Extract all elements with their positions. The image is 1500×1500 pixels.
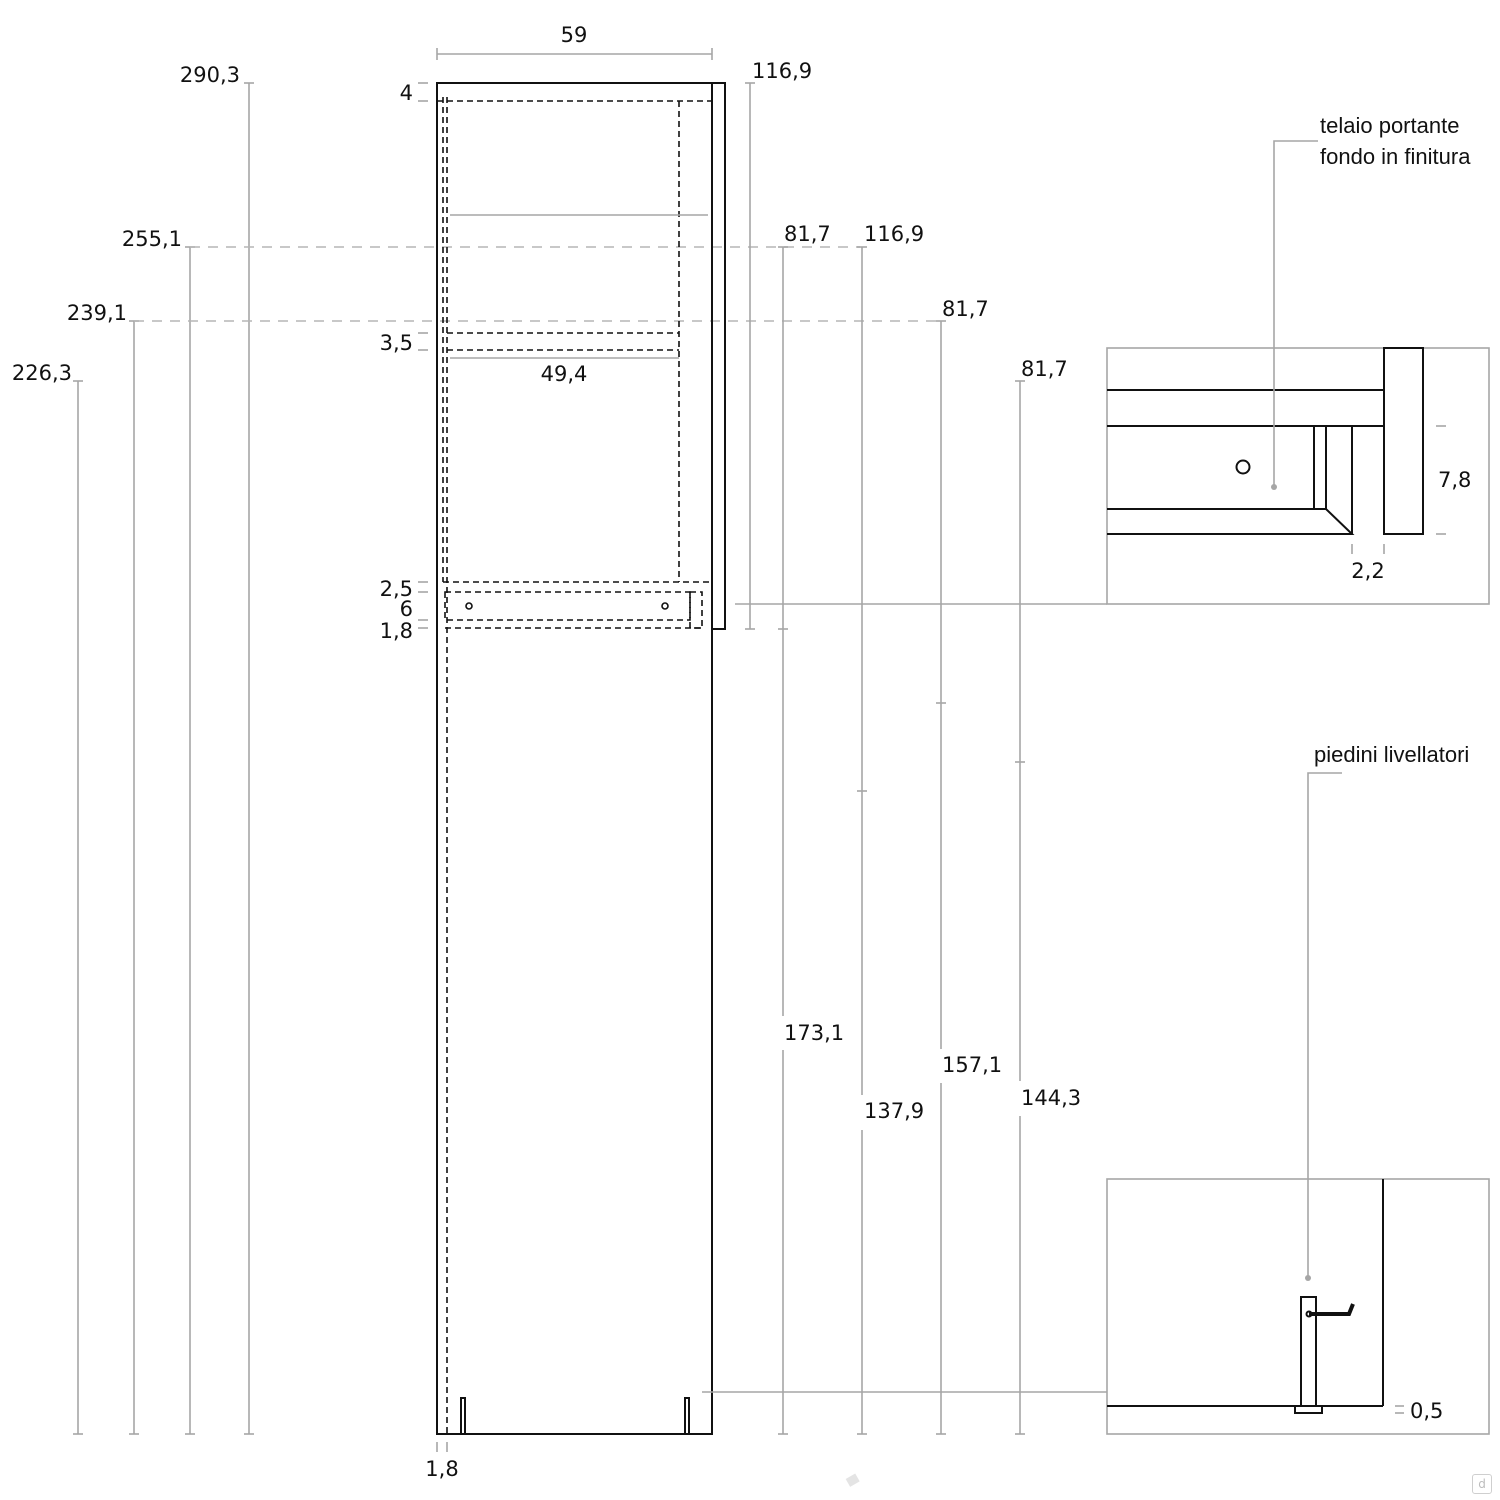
dim-4-label: 4 bbox=[400, 81, 413, 105]
dim-3-5-label: 3,5 bbox=[380, 331, 413, 355]
width-dimension-top: 59 bbox=[436, 23, 713, 60]
height-dimensions-right: 116,9 81,7 173,1 116,9 137,9 81,7 157,1 … bbox=[745, 59, 1081, 1435]
dim-116-9-b-label: 116,9 bbox=[864, 222, 924, 246]
frame-label-line-1: telaio portante bbox=[1320, 113, 1459, 138]
dim-255-1-label: 255,1 bbox=[122, 227, 182, 251]
height-dimensions-left: 290,3 255,1 239,1 226,3 bbox=[12, 63, 940, 1435]
dim-0-5-label: 0,5 bbox=[1410, 1399, 1443, 1423]
dim-173-1-label: 173,1 bbox=[784, 1021, 844, 1045]
cabinet-elevation bbox=[436, 82, 726, 1435]
cabinet-small-dimensions: 4 3,5 49,4 2,5 6 1,8 1,8 bbox=[380, 81, 588, 1481]
watermark-logo: d bbox=[1472, 1474, 1492, 1494]
dim-2-2-label: 2,2 bbox=[1351, 559, 1384, 583]
dim-49-4-label: 49,4 bbox=[541, 362, 588, 386]
faint-mark bbox=[845, 1473, 860, 1487]
dim-2-5-label: 2,5 bbox=[380, 577, 413, 601]
dim-157-1-label: 157,1 bbox=[942, 1053, 1002, 1077]
dim-6-label: 6 bbox=[400, 597, 413, 621]
dim-239-1-label: 239,1 bbox=[67, 301, 127, 325]
dim-81-7-c-label: 81,7 bbox=[1021, 357, 1068, 381]
dim-1-8-label: 1,8 bbox=[380, 619, 413, 643]
dim-290-3-label: 290,3 bbox=[180, 63, 240, 87]
dim-81-7-a-label: 81,7 bbox=[784, 222, 831, 246]
dim-door-116-9-label: 116,9 bbox=[752, 59, 812, 83]
dim-81-7-b-label: 81,7 bbox=[942, 297, 989, 321]
dim-7-8-label: 7,8 bbox=[1438, 468, 1471, 492]
dim-137-9-label: 137,9 bbox=[864, 1099, 924, 1123]
detail-feet: piedini livellatori 0,5 bbox=[702, 742, 1490, 1435]
detail-frame: telaio portante fondo in finitura 7,8 2,… bbox=[735, 113, 1490, 605]
dim-144-3-label: 144,3 bbox=[1021, 1086, 1081, 1110]
dim-bottom-1-8-label: 1,8 bbox=[425, 1457, 458, 1481]
feet-label: piedini livellatori bbox=[1314, 742, 1469, 767]
dim-226-3-label: 226,3 bbox=[12, 361, 72, 385]
frame-label-line-2: fondo in finitura bbox=[1320, 144, 1471, 169]
dim-59-label: 59 bbox=[561, 23, 588, 47]
